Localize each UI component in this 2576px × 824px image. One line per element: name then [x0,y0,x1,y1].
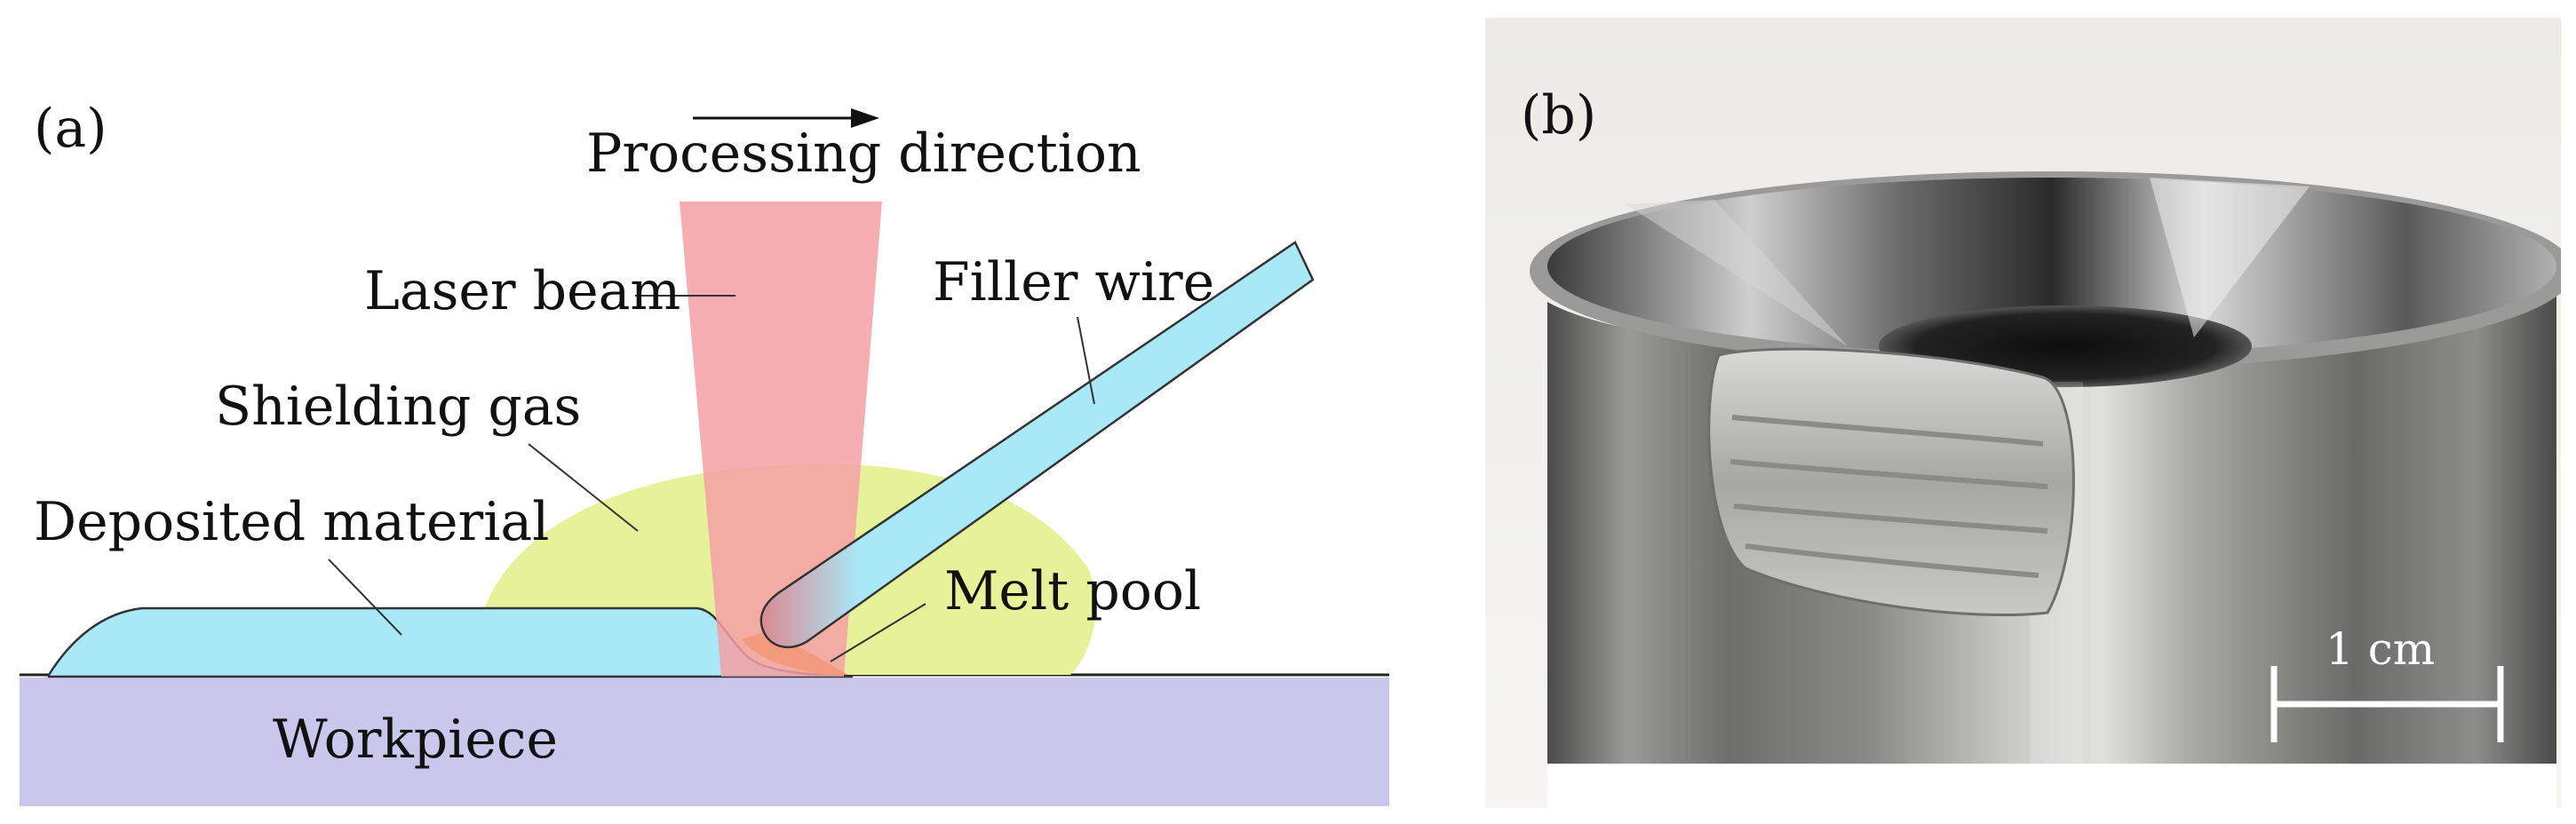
scale-bar [2270,666,2504,742]
workpiece [20,677,1389,806]
laser-beam-label: Laser beam [364,260,680,322]
melt-pool-label: Melt pool [944,560,1201,622]
leader-deposited-material [328,559,402,636]
weld-deposit [1707,347,2075,617]
workpiece-label: Workpiece [273,709,558,771]
cone-highlight [2150,178,2310,337]
deposited-material-label: Deposited material [34,491,549,553]
shielding-gas-label: Shielding gas [215,376,581,438]
processing-direction-label: Processing direction [586,123,1141,185]
filler-wire [759,241,1315,649]
photo-bottom-strip [1547,764,2556,808]
panel-a-label: (a) [34,98,107,160]
filler-wire-label: Filler wire [933,251,1214,313]
cone-highlight-left [1626,200,1848,346]
panel-b-label: (b) [1521,84,1596,147]
processing-direction-arrow [693,108,879,128]
panel-b-photo [1485,18,2561,808]
leader-filler-wire [1077,316,1095,405]
melt-pool [742,632,848,675]
leader-melt-pool [830,603,926,662]
scale-bar-label: 1 cm [2326,623,2435,675]
leader-shielding-gas [528,443,639,532]
panel-a-schematic: (a) Processing direction Laser beam Fill… [20,98,1389,806]
